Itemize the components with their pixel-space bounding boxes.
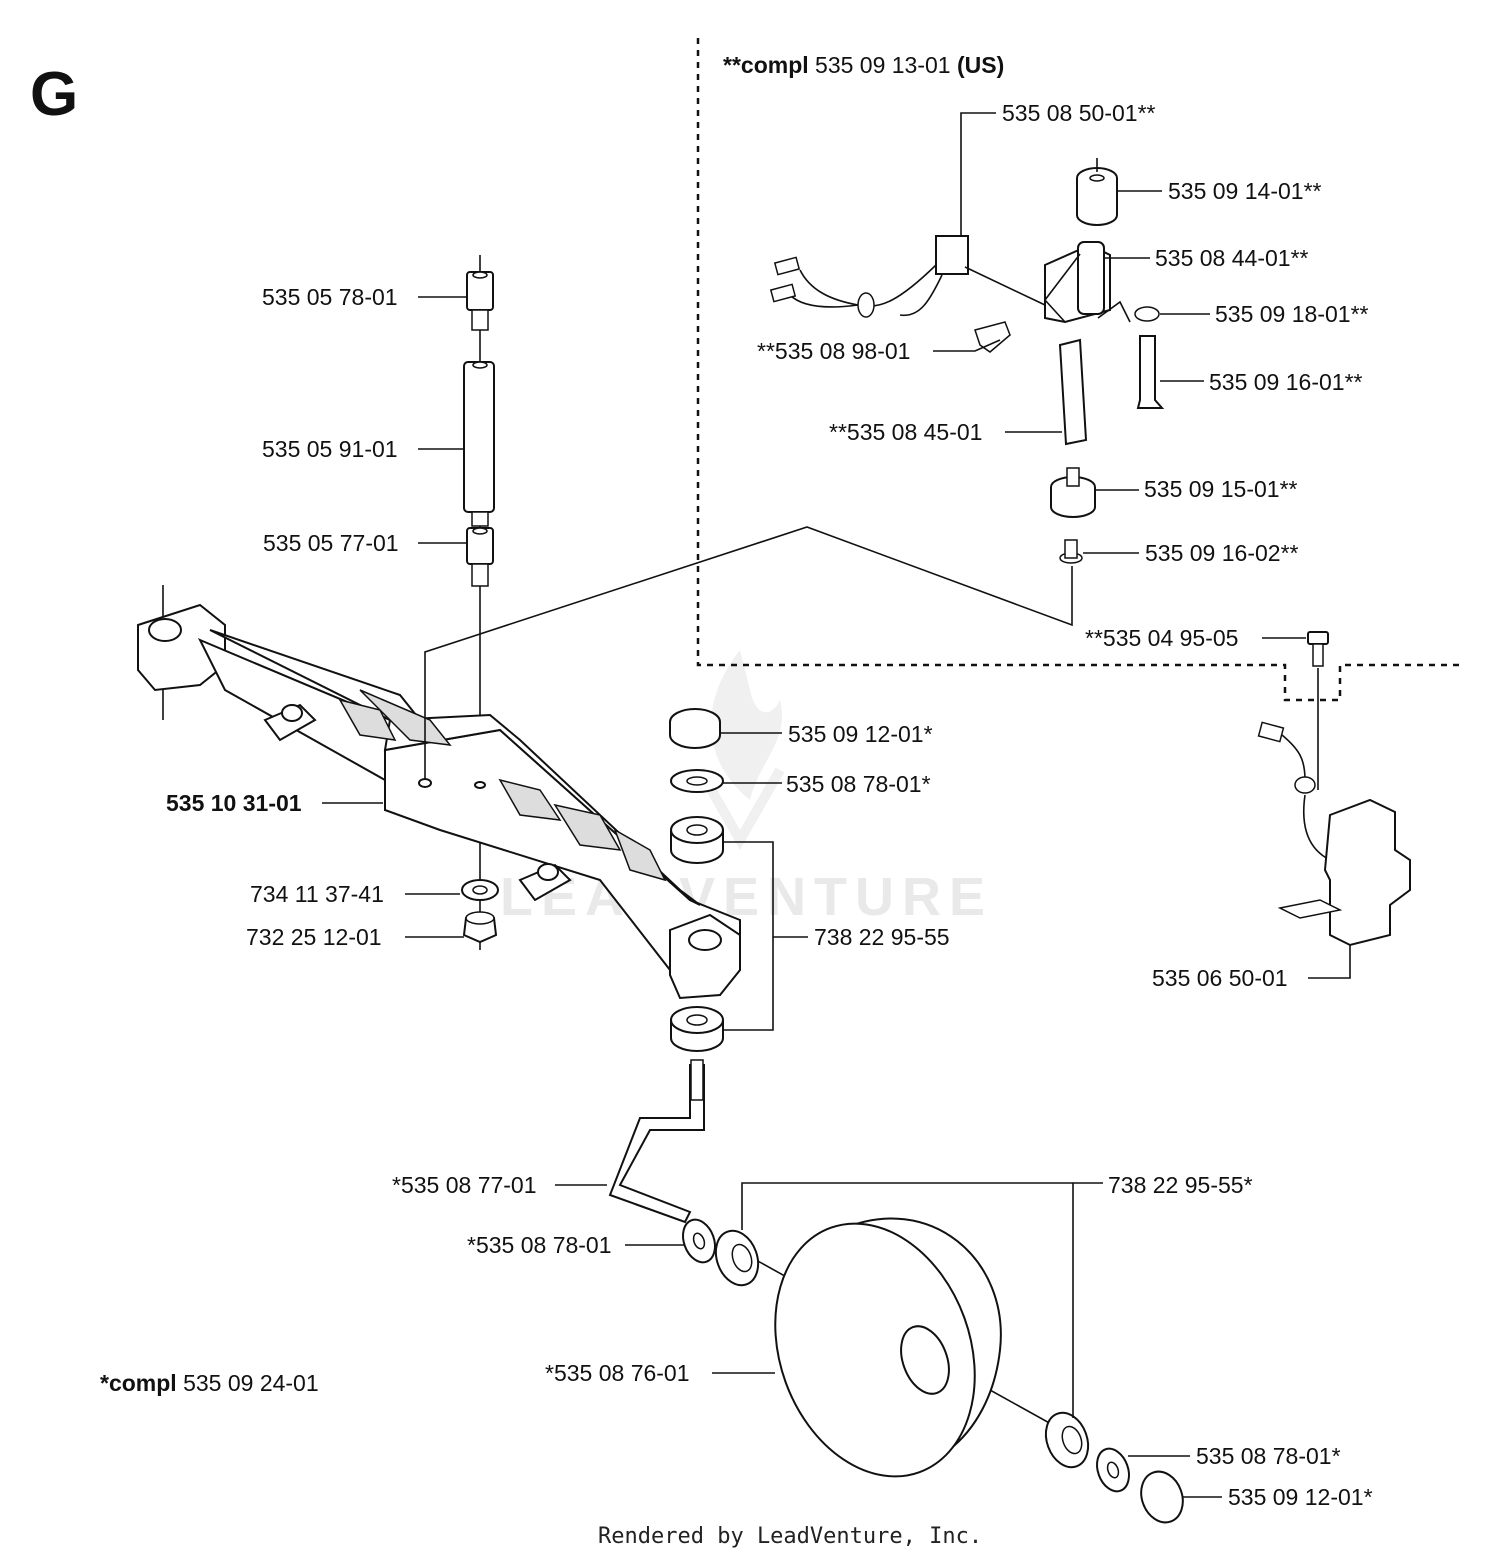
us-kit-prefix: **compl [723, 52, 809, 78]
us-kit-caption: **compl 535 09 13-01 (US) [723, 52, 1004, 78]
label-535-08-50-01: 535 08 50-01** [1002, 100, 1156, 126]
spacer-tube [463, 361, 495, 513]
us-kit-suffix: (US) [957, 52, 1004, 78]
caster-stack [669, 708, 724, 1052]
washer-and-nut [461, 879, 499, 944]
label-738-22-95-55: 738 22 95-55 [814, 924, 950, 950]
leader-lines [322, 112, 1351, 1498]
label-535-05-91-01: 535 05 91-01 [262, 436, 398, 462]
part-labels: 535 05 78-01 535 05 91-01 535 05 77-01 5… [166, 100, 1373, 1510]
label-738-22-95-55-star: 738 22 95-55* [1108, 1172, 1253, 1198]
label-535-09-16-02: 535 09 16-02** [1145, 540, 1299, 566]
label-535-10-31-01: 535 10 31-01 [166, 790, 302, 816]
label-535-04-95-05: **535 04 95-05 [1085, 625, 1238, 651]
label-535-09-15-01: 535 09 15-01** [1144, 476, 1298, 502]
label-535-08-76-01: *535 08 76-01 [545, 1360, 690, 1386]
us-kit-parts [769, 158, 1165, 564]
label-535-08-78-01-c: 535 08 78-01* [1196, 1443, 1341, 1469]
axle-beam [137, 585, 741, 1000]
label-535-05-77-01: 535 05 77-01 [263, 530, 399, 556]
label-535-09-12-01-a: 535 09 12-01* [788, 721, 933, 747]
label-734-11-37-41: 734 11 37-41 [250, 881, 384, 907]
label-535-08-78-01-a: 535 08 78-01* [786, 771, 931, 797]
watermark-logo-icon [695, 650, 785, 851]
label-535-08-77-01: *535 08 77-01 [392, 1172, 537, 1198]
section-letter: G [30, 60, 78, 129]
wheel-kit-caption: *compl 535 09 24-01 [100, 1370, 319, 1396]
label-535-06-50-01: 535 06 50-01 [1152, 965, 1288, 991]
us-kit-number: 535 09 13-01 [809, 52, 957, 78]
label-535-05-78-01: 535 05 78-01 [262, 284, 398, 310]
label-535-09-12-01-b: 535 09 12-01* [1228, 1484, 1373, 1510]
us-kit-boundary [696, 38, 1460, 702]
label-535-09-16-01: 535 09 16-01** [1209, 369, 1363, 395]
footer-credit: Rendered by LeadVenture, Inc. [598, 1524, 982, 1549]
label-732-25-12-01: 732 25 12-01 [246, 924, 382, 950]
caster-axle [608, 1059, 705, 1224]
spacer-stack [463, 255, 495, 950]
label-535-08-98-01: **535 08 98-01 [757, 338, 910, 364]
wheel-assembly [682, 1217, 1184, 1524]
label-535-09-14-01: 535 09 14-01** [1168, 178, 1322, 204]
seat-switch [1257, 631, 1411, 947]
label-535-08-78-01-b: *535 08 78-01 [467, 1232, 612, 1258]
wheel-kit-number: 535 09 24-01 [177, 1370, 319, 1396]
label-535-09-18-01: 535 09 18-01** [1215, 301, 1369, 327]
wheel-kit-prefix: *compl [100, 1370, 177, 1396]
label-535-08-45-01: **535 08 45-01 [829, 419, 982, 445]
watermark: LEADVENTURE [500, 867, 993, 927]
label-535-08-44-01: 535 08 44-01** [1155, 245, 1309, 271]
